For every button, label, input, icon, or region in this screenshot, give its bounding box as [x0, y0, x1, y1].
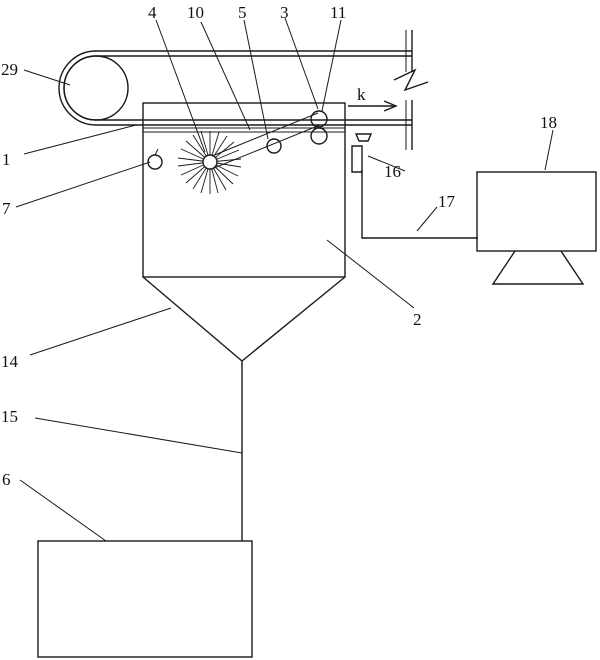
small-roller — [266, 138, 282, 154]
roller-upper — [310, 110, 328, 128]
label-2: 2 — [413, 310, 422, 329]
label-16: 16 — [384, 162, 401, 181]
brush-roller — [177, 130, 242, 194]
conveyor-belt — [58, 30, 429, 150]
component-7-circle — [147, 154, 163, 170]
signal-line — [361, 170, 478, 239]
label-15: 15 — [1, 407, 18, 426]
label-10: 10 — [187, 3, 204, 22]
label-6: 6 — [2, 470, 11, 489]
roller-lower — [310, 127, 328, 145]
label-29: 29 — [1, 60, 18, 79]
label-3: 3 — [280, 3, 289, 22]
sensor — [351, 133, 373, 173]
collection-box — [37, 540, 253, 658]
label-18: 18 — [540, 113, 557, 132]
label-k: k — [357, 85, 366, 104]
break-mark — [393, 68, 429, 92]
leader-lines — [15, 17, 554, 542]
label-7: 7 — [2, 199, 11, 218]
label-4: 4 — [148, 3, 157, 22]
monitor — [476, 171, 597, 285]
drive-pulley — [63, 55, 129, 121]
label-11: 11 — [330, 3, 346, 22]
label-1: 1 — [2, 150, 11, 169]
label-17: 17 — [438, 192, 456, 211]
direction-arrow — [348, 100, 398, 112]
housing-box — [142, 102, 346, 278]
hopper — [142, 276, 346, 362]
label-5: 5 — [238, 3, 247, 22]
label-14: 14 — [1, 352, 19, 371]
